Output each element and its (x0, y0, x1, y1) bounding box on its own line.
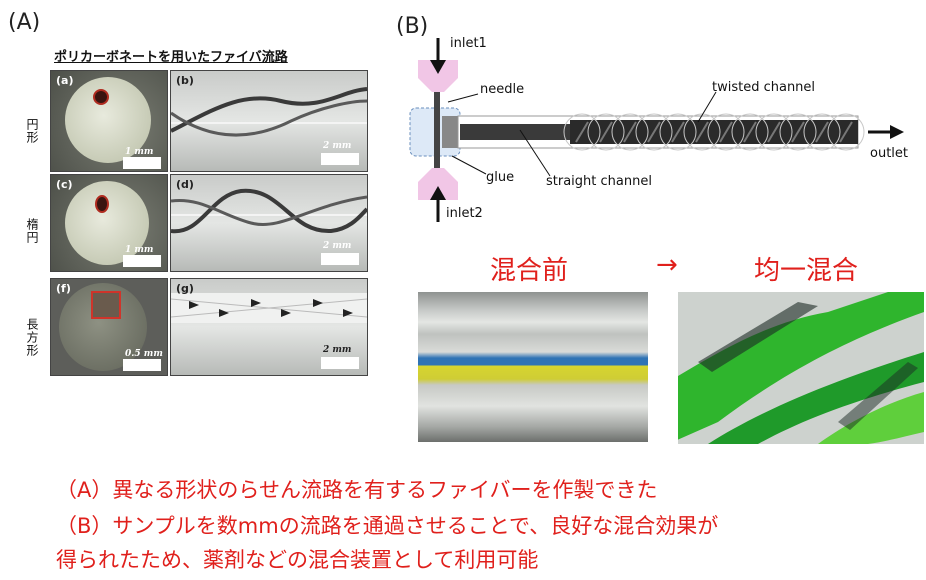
panel-b-label: (B) (396, 14, 429, 39)
scale-bar (123, 157, 161, 169)
after-mixing-heading: 均一混合 (754, 256, 859, 286)
scale-label: 1 mm (125, 245, 154, 255)
scale-bar (123, 359, 161, 371)
twisted-channel-label: twisted channel (712, 80, 816, 95)
scale-bar (123, 255, 161, 267)
scale-bar (321, 253, 359, 265)
photo-tag: (d) (176, 178, 194, 191)
scale-bar (321, 357, 359, 369)
scale-label: 2 mm (323, 241, 352, 251)
scale-label: 0.5 mm (125, 349, 163, 359)
before-mixing-photo (418, 292, 648, 442)
panel-a-title: ポリカーボネートを用いたファイバ流路 (54, 50, 288, 65)
photo-tag: (c) (56, 178, 73, 191)
straight-channel-label: straight channel (546, 174, 652, 189)
scale-label: 2 mm (323, 345, 352, 355)
twisted-channel-side-view (171, 188, 367, 234)
inlet1-label: inlet1 (450, 36, 487, 51)
photo-tag: (b) (176, 74, 194, 87)
inlet2-label: inlet2 (446, 206, 483, 221)
glue-label: glue (486, 170, 515, 185)
photo-tag: (f) (56, 282, 71, 295)
caption-line-2: （B）サンプルを数mmの流路を通過させることで、良好な混合効果が (56, 514, 719, 538)
side-view-photo-circle: (b) 2 mm (170, 70, 368, 172)
photo-tag: (g) (176, 282, 194, 295)
scale-bar (321, 153, 359, 165)
photo-tag: (a) (56, 74, 74, 87)
before-mixing-heading: 混合前 (490, 256, 569, 286)
after-mixing-photo (678, 292, 924, 444)
cross-section-photo-ellipse: (c) 1 mm (50, 174, 168, 272)
mixer-schematic (409, 38, 904, 222)
side-view-photo-rectangle: (g) 2 mm (170, 278, 368, 376)
twisted-channel-side-view (171, 293, 367, 323)
caption-line-1: （A）異なる形状のらせん流路を有するファイバーを作製できた (56, 478, 658, 502)
scale-label: 2 mm (323, 141, 352, 151)
transition-arrow: → (656, 250, 678, 280)
twisted-channel-side-view (171, 87, 367, 137)
cross-section-photo-circle: (a) 1 mm (50, 70, 168, 172)
row-label-circle: 円形 (25, 118, 39, 144)
needle-label: needle (480, 82, 525, 97)
side-view-photo-ellipse: (d) 2 mm (170, 174, 368, 272)
mixed-fluid-view (678, 292, 924, 444)
caption-line-3: 得られたため、薬剤などの混合装置として利用可能 (56, 548, 539, 572)
outlet-label: outlet (870, 146, 908, 161)
panel-a-label: (A) (8, 10, 41, 35)
cross-section-photo-rectangle: (f) 0.5 mm (50, 278, 168, 376)
row-label-rectangle: 長方形 (25, 318, 39, 357)
row-label-ellipse: 楕円 (25, 218, 39, 244)
scale-label: 1 mm (125, 147, 154, 157)
